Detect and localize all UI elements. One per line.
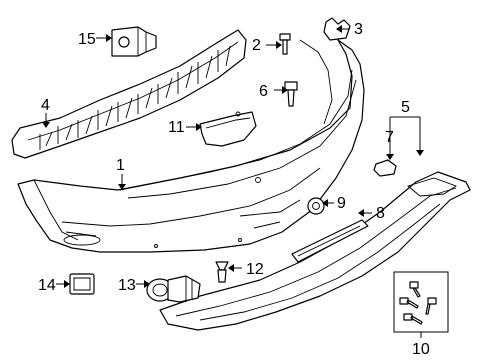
callout-labels: 1 2 3 4 5 6 7 8 9 10 11 12 13 14 15 [38, 21, 430, 358]
callout-8: 8 [376, 205, 385, 222]
callout-5: 5 [401, 99, 410, 116]
callout-13: 13 [118, 277, 136, 294]
energy-absorber [11, 29, 247, 159]
fastener-screws [399, 281, 437, 325]
fastener-box [393, 271, 449, 333]
sensor-bracket [373, 159, 397, 177]
callout-1: 1 [116, 157, 125, 174]
callout-15: 15 [78, 31, 96, 48]
push-pin [215, 261, 229, 283]
leader-lines [42, 25, 424, 338]
reflector-strip [291, 219, 369, 263]
callout-4: 4 [41, 97, 50, 114]
callout-6: 6 [259, 83, 268, 100]
screw-part [284, 81, 298, 107]
callout-11: 11 [168, 119, 185, 136]
park-sensor [146, 275, 201, 303]
lower-valance [159, 171, 471, 331]
bracket-part [111, 26, 157, 57]
reflector-part [199, 111, 257, 147]
callout-10: 10 [412, 341, 430, 358]
callout-9: 9 [337, 195, 346, 212]
callout-7: 7 [385, 129, 394, 146]
grommet-ring [307, 197, 325, 215]
callout-2: 2 [252, 37, 261, 54]
bumper-cover [17, 39, 365, 253]
callout-14: 14 [38, 277, 56, 294]
callout-3: 3 [354, 21, 363, 38]
bolt-part [279, 33, 291, 55]
callout-12: 12 [246, 261, 264, 278]
cover-cap [69, 273, 95, 295]
